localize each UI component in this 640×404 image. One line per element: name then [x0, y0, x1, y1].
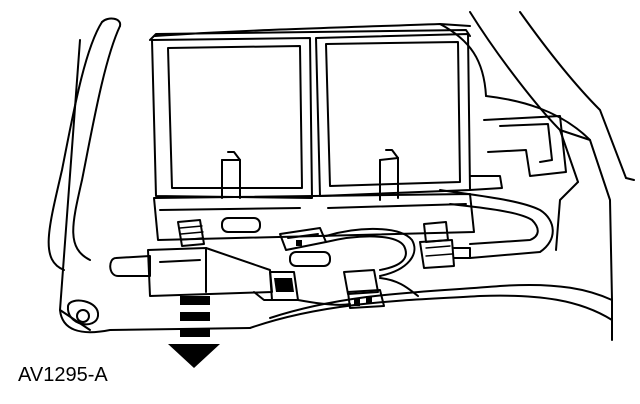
- vacuum-switch: [109, 219, 299, 301]
- floor-panel: [47, 11, 635, 341]
- right-sensor: [419, 221, 471, 269]
- arrow-down-icon: [168, 296, 220, 368]
- wiring-harness: [279, 227, 419, 309]
- figure-label: AV1295-A: [18, 364, 108, 386]
- module-housing: [149, 29, 503, 267]
